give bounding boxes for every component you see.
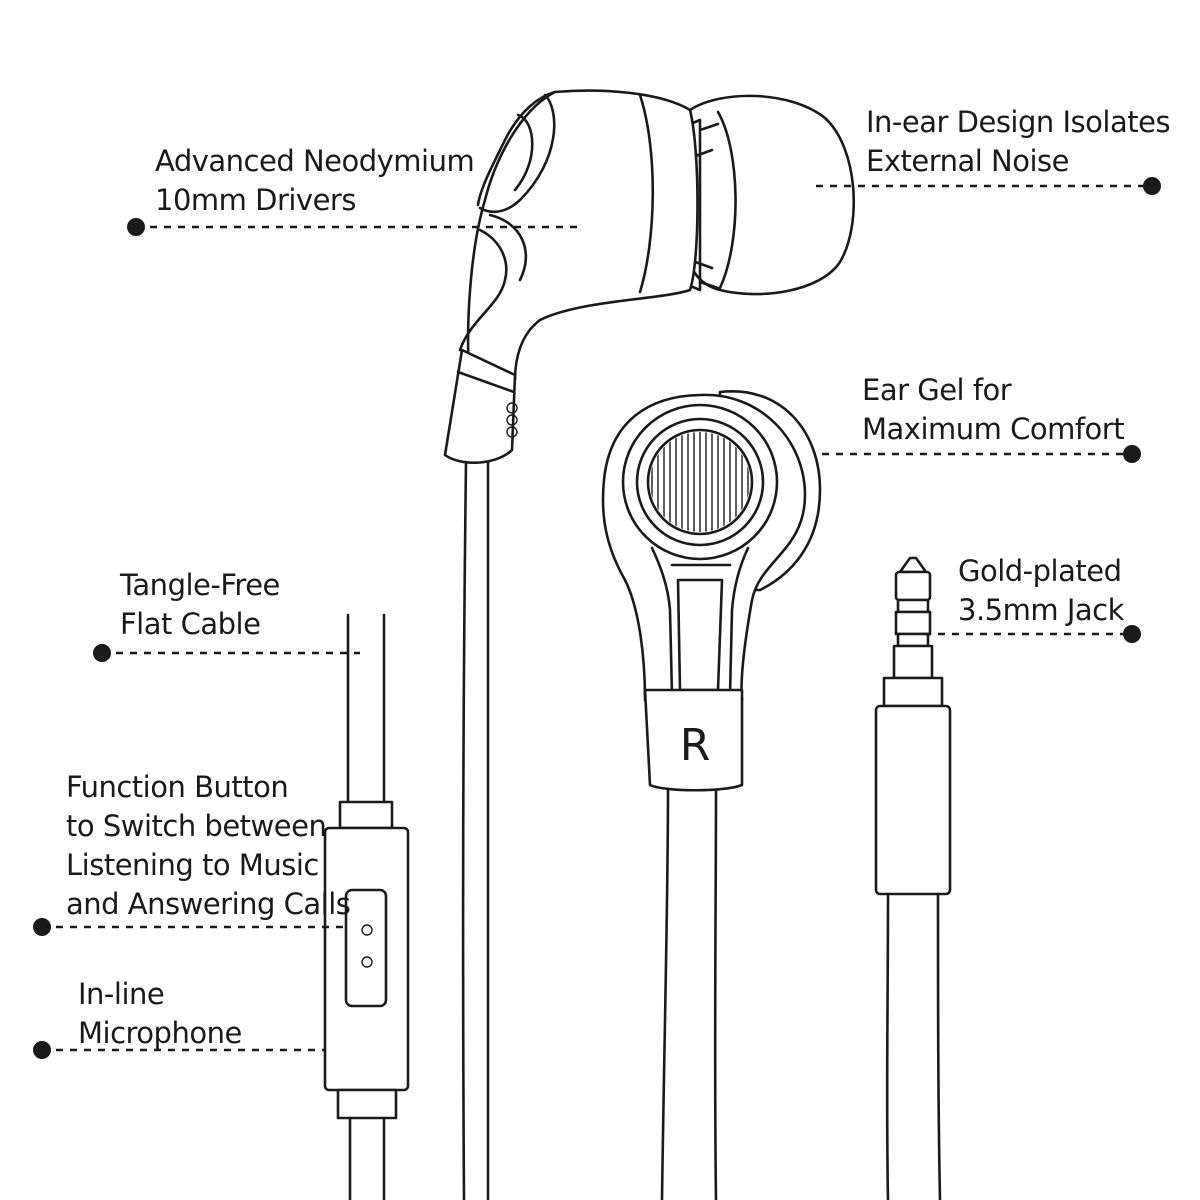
jack-housing (874, 704, 952, 896)
label-cable: Tangle-Free Flat Cable (120, 566, 280, 644)
function-button (344, 888, 388, 1008)
audio-jack (874, 556, 952, 1200)
leader-in-ear (816, 177, 1161, 195)
label-cable-line-1: Tangle-Free (120, 568, 280, 602)
label-in-ear-line-1: In-ear Design Isolates (866, 105, 1171, 139)
label-function-button-line-3: Listening to Music (66, 848, 319, 882)
label-in-ear-line-2: External Noise (866, 144, 1069, 178)
left-earbud (443, 89, 855, 465)
leader-cable (93, 644, 360, 662)
label-function-button-line-1: Function Button (66, 770, 289, 804)
label-function-button: Function Button to Switch between Listen… (66, 768, 351, 924)
label-jack-line-2: 3.5mm Jack (958, 593, 1124, 627)
leader-drivers (127, 218, 578, 236)
left-earbud-cable (461, 460, 490, 1200)
driver-grille (651, 432, 749, 532)
earbud-body (601, 393, 807, 702)
earbud-side-letter: R (679, 720, 711, 771)
label-function-button-line-2: to Switch between (66, 809, 327, 843)
label-ear-gel-line-2: Maximum Comfort (862, 412, 1125, 446)
earbud-housing (466, 89, 699, 387)
leader-jack (924, 625, 1141, 643)
label-ear-gel-line-1: Ear Gel for (862, 373, 1012, 407)
right-earbud (601, 389, 822, 792)
label-jack: Gold-plated 3.5mm Jack (958, 552, 1124, 630)
leader-ear-gel (822, 445, 1141, 463)
label-in-ear: In-ear Design Isolates External Noise (866, 103, 1171, 181)
label-cable-line-2: Flat Cable (120, 607, 261, 641)
leader-microphone (33, 1041, 326, 1059)
label-drivers: Advanced Neodymium 10mm Drivers (155, 142, 475, 220)
earbud-stem (443, 348, 517, 465)
side-indicator-block (643, 688, 744, 792)
label-microphone-line-1: In-line (78, 977, 165, 1011)
label-drivers-line-2: 10mm Drivers (155, 183, 356, 217)
label-ear-gel: Ear Gel for Maximum Comfort (862, 371, 1125, 449)
flat-cable-with-remote (323, 613, 410, 1200)
label-drivers-line-1: Advanced Neodymium (155, 144, 475, 178)
label-microphone: In-line Microphone (78, 975, 242, 1053)
leader-function-button (33, 918, 350, 936)
label-microphone-line-2: Microphone (78, 1016, 242, 1050)
label-function-button-line-4: and Answering Calls (66, 887, 351, 921)
right-earbud-cable (660, 788, 718, 1200)
label-jack-line-1: Gold-plated (958, 554, 1122, 588)
